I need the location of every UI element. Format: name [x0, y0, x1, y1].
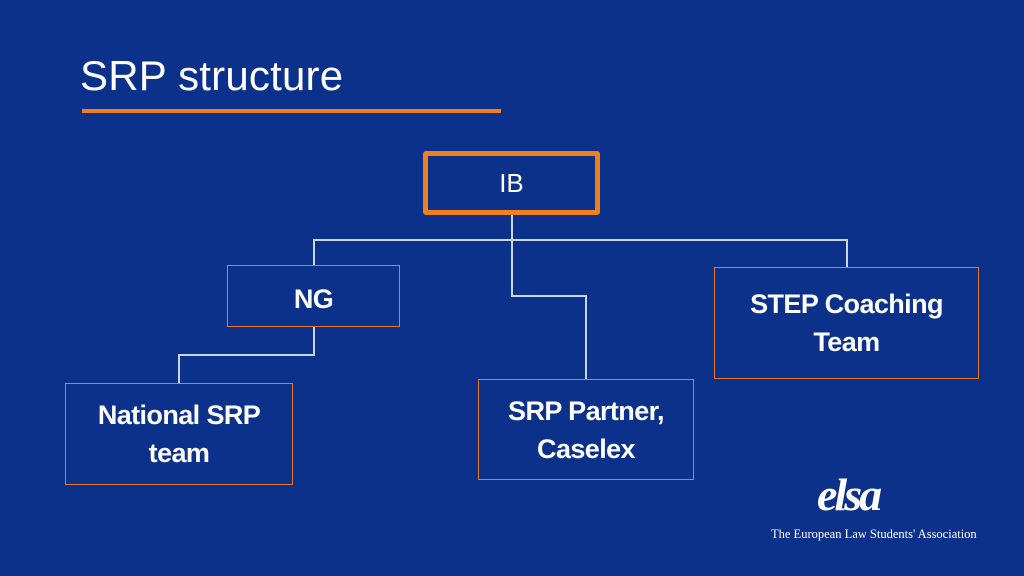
slide-title: SRP structure [80, 52, 344, 99]
node-national-srp-team: National SRP team [65, 383, 293, 485]
connector-ib-step [512, 239, 848, 267]
title-underline [82, 109, 501, 113]
node-step-coaching-team: STEP Coaching Team [714, 267, 979, 379]
node-ib: IB [423, 151, 600, 215]
svg-text:elsa: elsa [817, 470, 881, 520]
node-step-label-line1: STEP Coaching [750, 289, 943, 319]
node-ib-label: IB [499, 167, 524, 198]
connector-ng-national [178, 327, 315, 383]
node-national-label-line1: National SRP [97, 400, 261, 430]
node-ng-label: NG [293, 284, 334, 314]
node-national-label-line2: team [148, 438, 210, 468]
node-ng: NG [227, 265, 400, 327]
node-partner-label-line2: Caselex [537, 434, 635, 464]
organization-name: The European Law Students' Association [771, 527, 977, 541]
node-srp-partner-caselex: SRP Partner, Caselex [478, 379, 694, 480]
node-partner-label-line1: SRP Partner, [508, 396, 664, 426]
elsa-logo-icon: elsa [817, 470, 884, 520]
connector-ib-ng [313, 239, 512, 265]
connector-ib-partner [511, 240, 587, 379]
node-step-label-line2: Team [813, 327, 880, 357]
